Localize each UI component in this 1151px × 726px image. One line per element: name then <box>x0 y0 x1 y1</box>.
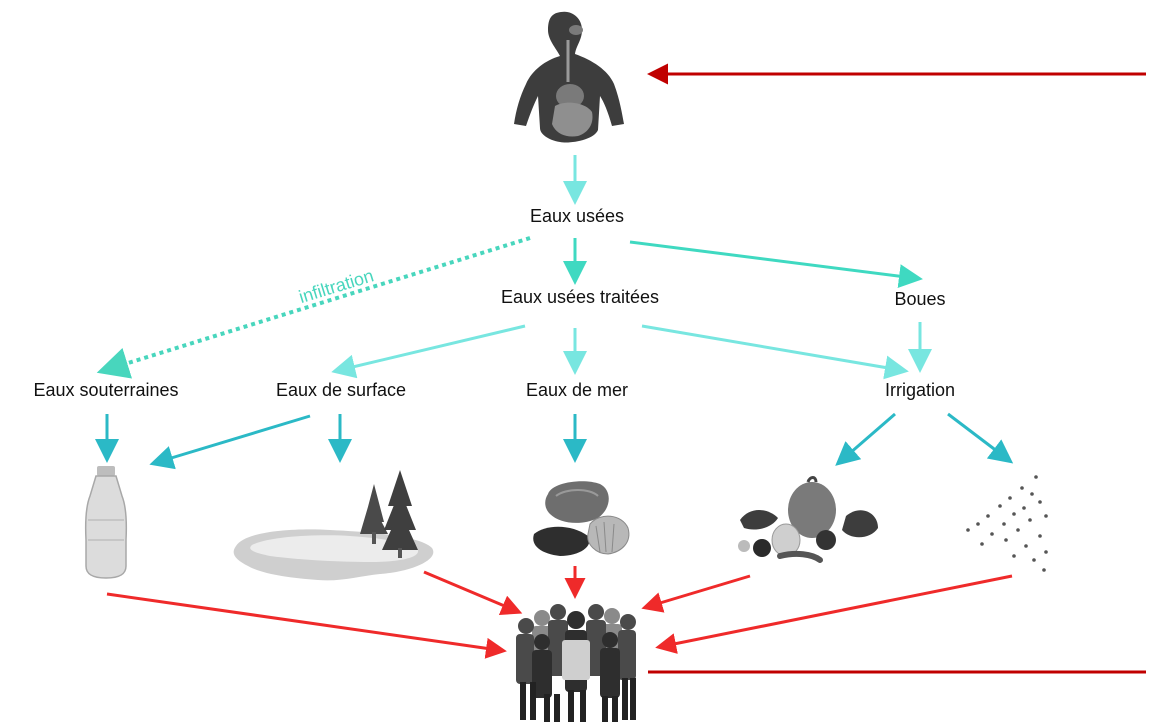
arrow-infiltration <box>96 236 531 379</box>
arrow-bottle-to-population <box>106 592 507 659</box>
arrow-lake-to-population <box>423 570 523 616</box>
label-wastewater: Eaux usées <box>530 206 624 226</box>
arrow-surface-to-bottle <box>149 414 311 470</box>
shellfish-icon <box>533 481 630 556</box>
arrow-soil-to-population <box>655 574 1013 654</box>
arrow-vegetables-to-population <box>641 574 751 613</box>
label-treated-wastewater: Eaux usées traitées <box>501 287 659 307</box>
arrow-irrigation-to-vegetables <box>835 412 896 466</box>
label-infiltration: infiltration <box>296 265 376 307</box>
label-seawater: Eaux de mer <box>526 380 628 400</box>
arrow-treated-to-irrigation <box>641 324 909 380</box>
label-irrigation: Irrigation <box>885 380 955 400</box>
arrow-irrigation-to-soil <box>947 412 1014 464</box>
human-body-icon <box>514 11 624 143</box>
vegetables-icon <box>738 476 878 563</box>
arrow-treated-to-surface <box>331 324 526 379</box>
arrow-wastewater-to-sludge <box>629 240 923 289</box>
lake-icon <box>233 470 434 581</box>
label-surface-water: Eaux de surface <box>276 380 406 400</box>
soil-particles-icon <box>966 475 1048 572</box>
water-bottle-icon <box>84 466 128 579</box>
label-sludge: Boues <box>894 289 945 309</box>
label-groundwater: Eaux souterraines <box>33 380 178 400</box>
population-icon <box>516 604 636 722</box>
